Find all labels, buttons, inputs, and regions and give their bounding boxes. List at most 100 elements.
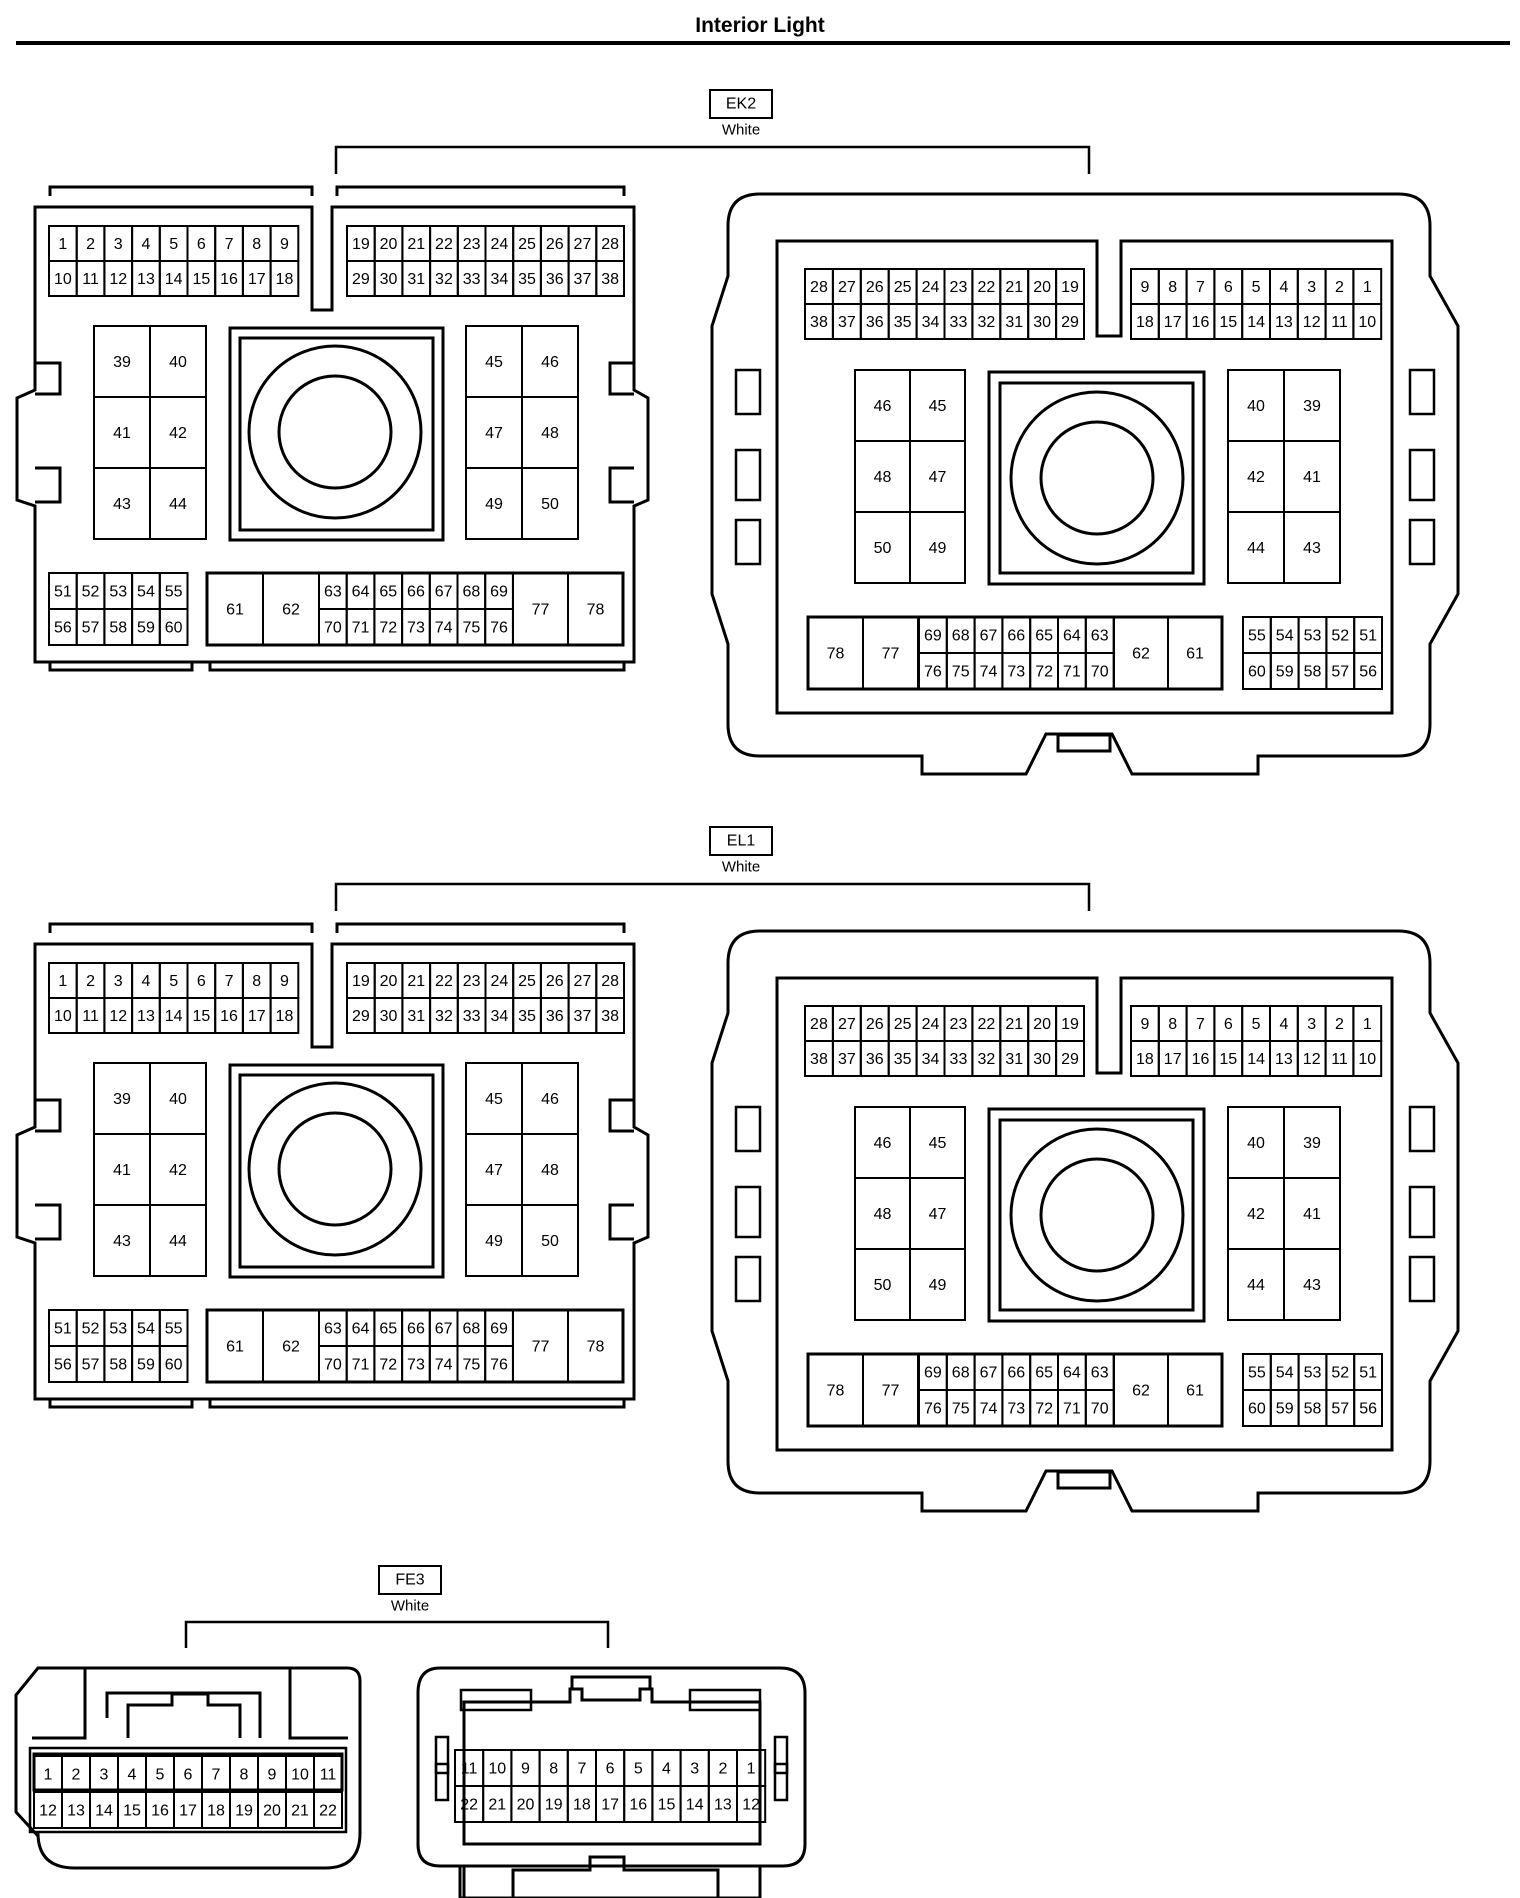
pin-cell: 47 bbox=[909, 440, 966, 513]
pin-number: 44 bbox=[1247, 540, 1265, 557]
side-tab bbox=[734, 1105, 762, 1153]
side-slot bbox=[773, 1762, 789, 1802]
pin-cell: 14 bbox=[679, 1785, 710, 1823]
pin-cell: 30 bbox=[373, 997, 404, 1034]
pin-number: 71 bbox=[1063, 1401, 1081, 1418]
pin-cell: 45 bbox=[909, 1106, 966, 1179]
bottom-rim bbox=[48, 662, 194, 672]
pin-cell: 73 bbox=[401, 1345, 431, 1383]
pin-cell: 6 bbox=[1213, 1005, 1244, 1042]
pin-number: 13 bbox=[137, 1008, 155, 1025]
pin-cell: 71 bbox=[1057, 652, 1087, 690]
pin-cell: 25 bbox=[887, 1005, 918, 1042]
pin-number: 58 bbox=[1304, 664, 1322, 681]
pin-number: 20 bbox=[1033, 1016, 1051, 1033]
pin-cell: 15 bbox=[186, 260, 217, 297]
center-frame-inner bbox=[238, 336, 435, 532]
pin-cell: 16 bbox=[1185, 1040, 1216, 1077]
pin-number: 52 bbox=[82, 584, 100, 601]
pin-cell: 72 bbox=[1029, 1389, 1059, 1427]
side-tab bbox=[734, 448, 762, 502]
pin-number: 3 bbox=[1307, 1016, 1316, 1033]
pin-cell: 49 bbox=[465, 467, 523, 540]
pin-cell: 3 bbox=[103, 225, 134, 262]
pin-number: 2 bbox=[718, 1761, 727, 1778]
pin-cell: 38 bbox=[804, 303, 834, 340]
pin-number: 78 bbox=[587, 1339, 605, 1356]
pin-cell: 48 bbox=[854, 1177, 911, 1250]
pin-number: 47 bbox=[485, 1162, 503, 1179]
pin-box bbox=[567, 1309, 624, 1383]
pin-cell: 45 bbox=[909, 369, 966, 442]
pin-cell: 62 bbox=[1113, 616, 1169, 690]
pin-cell: 24 bbox=[915, 268, 946, 305]
pin-cell: 78 bbox=[567, 1309, 624, 1383]
pin-number: 49 bbox=[929, 540, 947, 557]
pin-cell: 9 bbox=[510, 1749, 541, 1787]
pin-number: 66 bbox=[407, 584, 425, 601]
pin-cell: 53 bbox=[1297, 1353, 1328, 1391]
pin-number: 54 bbox=[137, 1321, 155, 1338]
pin-number: 7 bbox=[212, 1767, 221, 1784]
pin-number: 25 bbox=[518, 973, 536, 990]
pin-box bbox=[1352, 1040, 1383, 1077]
connector-housing bbox=[710, 192, 1460, 776]
pin-number: 3 bbox=[100, 1767, 109, 1784]
pin-number: 39 bbox=[113, 1091, 131, 1108]
pin-cell: 66 bbox=[1001, 616, 1032, 654]
pin-number: 38 bbox=[810, 1051, 828, 1068]
pin-cell: 15 bbox=[186, 997, 217, 1034]
pin-cell: 75 bbox=[945, 1389, 976, 1427]
pin-cell: 52 bbox=[1325, 1353, 1356, 1391]
pin-cell: 71 bbox=[345, 1345, 376, 1383]
pin-number: 14 bbox=[165, 1008, 183, 1025]
pin-cell: 33 bbox=[456, 260, 487, 297]
bottom-rim bbox=[48, 1399, 194, 1409]
pin-cell: 11 bbox=[313, 1755, 343, 1793]
pin-number: 48 bbox=[874, 1206, 892, 1223]
pin-cell: 16 bbox=[623, 1785, 654, 1823]
pin-cell: 65 bbox=[373, 572, 404, 610]
side-tab bbox=[734, 1185, 762, 1239]
pin-number: 66 bbox=[1007, 628, 1025, 645]
pin-cell: 8 bbox=[538, 1749, 569, 1787]
pin-cell: 8 bbox=[229, 1755, 259, 1793]
pin-number: 31 bbox=[1005, 314, 1023, 331]
pin-cell: 14 bbox=[89, 1791, 119, 1829]
pin-cell: 51 bbox=[48, 1309, 78, 1347]
pin-number: 29 bbox=[1061, 1051, 1079, 1068]
pin-number: 41 bbox=[1303, 469, 1321, 486]
pin-cell: 77 bbox=[862, 616, 919, 690]
pin-cell: 59 bbox=[1269, 1389, 1300, 1427]
pin-cell: 17 bbox=[1157, 1040, 1188, 1077]
pin-cell: 2 bbox=[75, 225, 106, 262]
pin-number: 3 bbox=[114, 236, 123, 253]
pin-number: 21 bbox=[291, 1803, 309, 1820]
pin-number: 35 bbox=[518, 271, 536, 288]
pin-number: 24 bbox=[490, 973, 508, 990]
pin-number: 70 bbox=[1091, 664, 1109, 681]
pin-cell: 6 bbox=[186, 225, 217, 262]
pin-cell: 21 bbox=[401, 962, 432, 999]
pin-cell: 42 bbox=[1227, 1177, 1285, 1250]
pin-number: 22 bbox=[319, 1803, 337, 1820]
pin-number: 73 bbox=[1007, 664, 1025, 681]
pin-cell: 77 bbox=[512, 1309, 569, 1383]
pin-cell: 19 bbox=[346, 225, 376, 262]
pin-cell: 54 bbox=[131, 572, 161, 610]
pin-number: 7 bbox=[225, 973, 234, 990]
pin-box bbox=[1055, 303, 1085, 340]
pin-number: 1 bbox=[44, 1767, 53, 1784]
pin-number: 65 bbox=[379, 1321, 397, 1338]
center-hole-outer bbox=[247, 1081, 423, 1257]
pin-cell: 27 bbox=[831, 1005, 862, 1042]
pin-cell: 39 bbox=[1283, 1106, 1341, 1179]
pin-number: 15 bbox=[658, 1797, 676, 1814]
pin-number: 51 bbox=[1359, 1365, 1377, 1382]
pin-cell: 66 bbox=[401, 1309, 431, 1347]
side-tab bbox=[734, 1255, 762, 1303]
pin-cell: 28 bbox=[804, 268, 834, 305]
pin-number: 49 bbox=[485, 1233, 503, 1250]
